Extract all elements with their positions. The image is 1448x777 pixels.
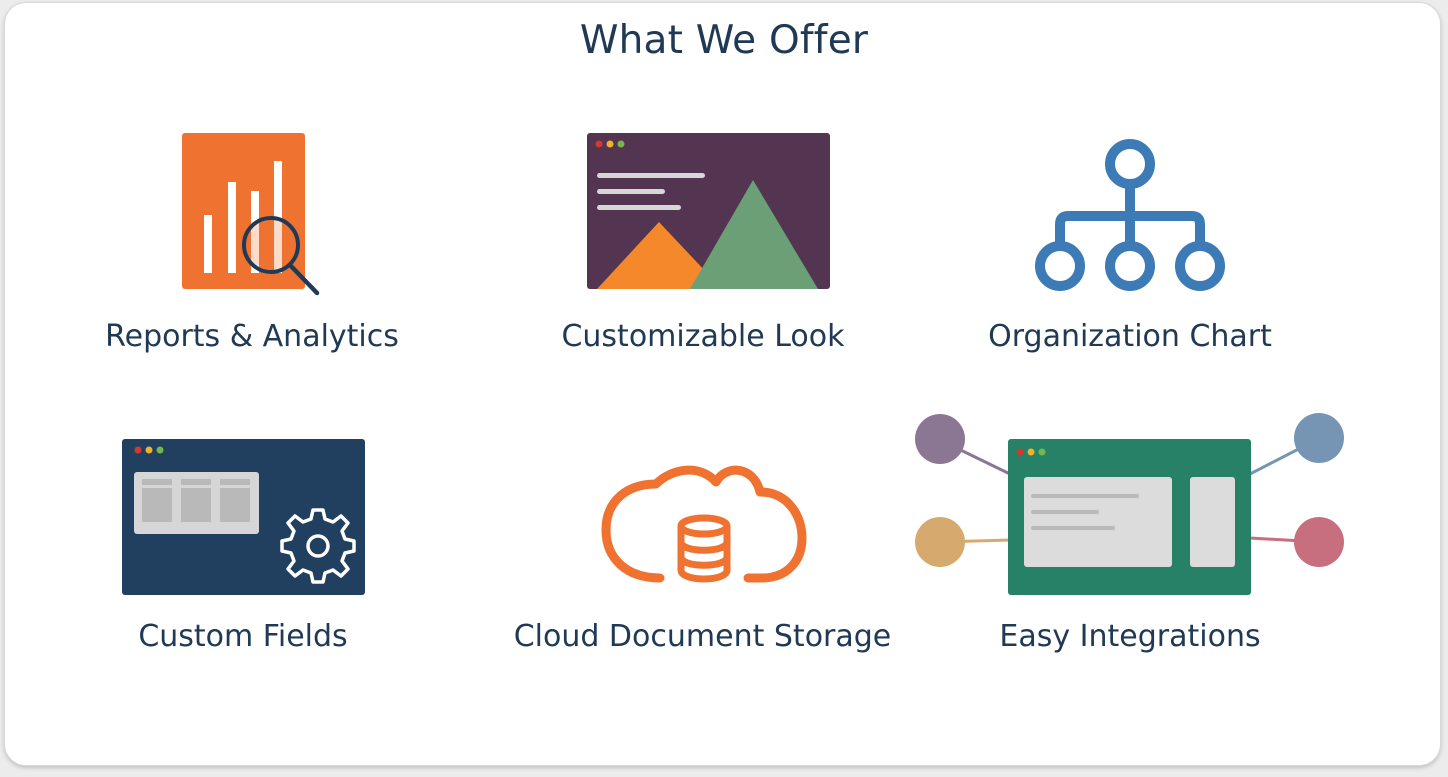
browser-gear-icon (122, 439, 365, 595)
feature-label-custom-fields: Custom Fields (138, 619, 348, 654)
org-chart-icon (1035, 139, 1225, 291)
bar-chart-magnifier-icon (182, 133, 320, 296)
feature-label-reports: Reports & Analytics (105, 319, 399, 354)
feature-label-customizable: Customizable Look (561, 319, 845, 354)
browser-landscape-icon (587, 133, 830, 289)
feature-label-cloud-storage: Cloud Document Storage (513, 619, 892, 654)
feature-label-integrations: Easy Integrations (999, 619, 1261, 654)
cloud-database-icon (601, 465, 807, 583)
feature-label-org-chart: Organization Chart (988, 319, 1272, 354)
page-title: What We Offer (579, 18, 869, 63)
offer-card (4, 2, 1441, 766)
connected-window-icon (915, 413, 1344, 595)
